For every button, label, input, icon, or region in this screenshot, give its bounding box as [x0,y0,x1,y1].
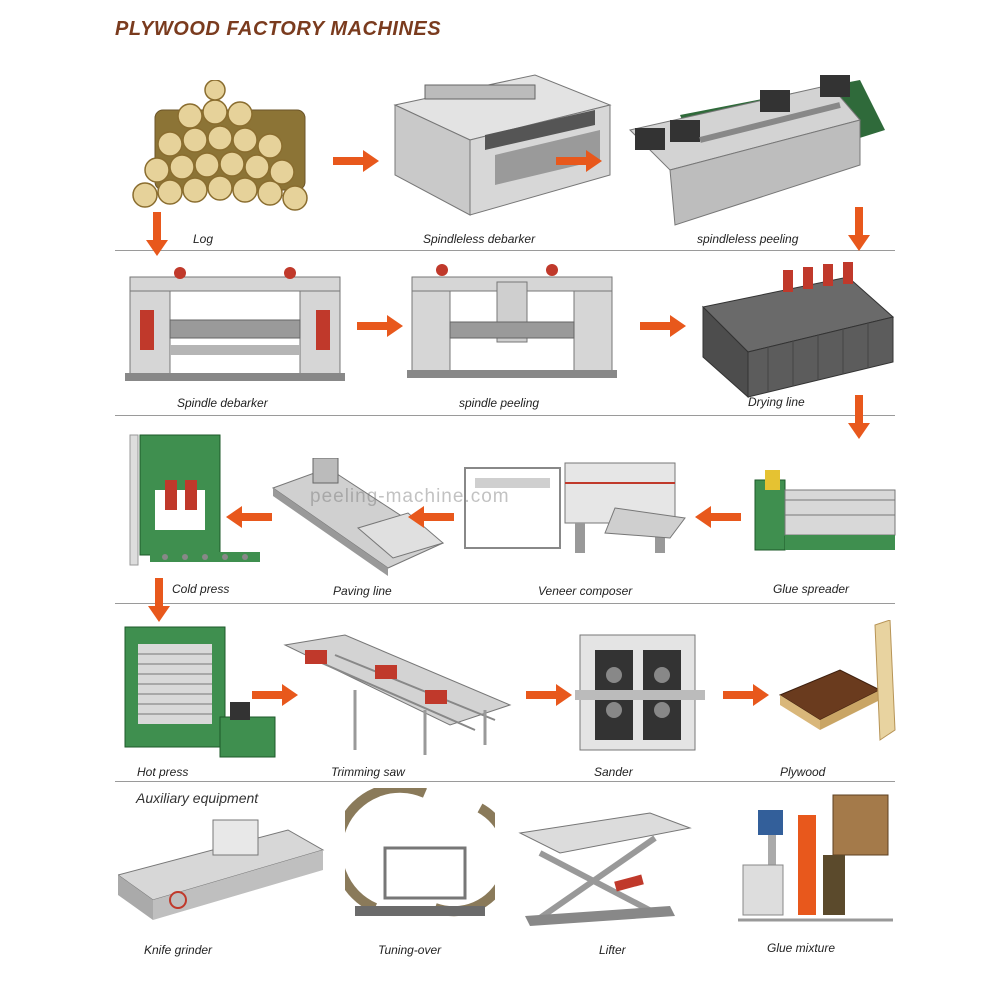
lifter-image [515,808,695,928]
paving-line-image [268,458,458,578]
caption-cold-press: Cold press [172,582,230,596]
row-divider [115,250,895,251]
page-title: PLYWOOD FACTORY MACHINES [115,18,442,40]
caption-spindle-peeling: spindle peeling [459,396,540,410]
caption-glue-spreader: Glue spreader [773,582,850,596]
trimming-saw-image [275,630,520,760]
watermark: peeling-machine.com [310,486,510,507]
arrow-right-icon [252,684,298,711]
caption-paving-line: Paving line [333,584,392,598]
caption-veneer-composer: Veneer composer [538,584,633,598]
knife-grinder-image [118,805,328,930]
arrow-left-icon [408,506,454,533]
tuning-over-image [345,788,495,928]
plywood-image [770,620,900,750]
caption-glue-mixture: Glue mixture [767,941,836,955]
spindle-debarker-image [120,265,350,385]
caption-knife-grinder: Knife grinder [144,943,213,957]
row-divider [115,415,895,416]
arrow-down-icon [848,207,870,256]
arrow-down-icon [148,578,170,627]
caption-sander: Sander [594,765,633,779]
arrow-left-icon [226,506,272,533]
arrow-right-icon [723,684,769,711]
caption-spindle-debarker: Spindle debarker [177,396,268,410]
caption-lifter: Lifter [599,943,626,957]
sander-image [575,630,705,760]
cold-press-image [120,430,260,580]
arrow-right-icon [640,315,686,342]
arrow-right-icon [333,150,379,177]
row-divider [115,781,895,782]
arrow-left-icon [695,506,741,533]
spindleless-debarker-image [385,65,615,225]
caption-tuning-over: Tuning-over [378,943,442,957]
veneer-composer-image [455,448,695,568]
arrow-down-icon [848,395,870,444]
caption-drying-line: Drying line [748,395,805,409]
caption-hot-press: Hot press [137,765,189,779]
arrow-right-icon [357,315,403,342]
caption-trimming-saw: Trimming saw [331,765,405,779]
log-pile-image [125,80,325,215]
row-divider [115,603,895,604]
glue-mixture-image [738,785,898,930]
caption-log: Log [193,232,214,246]
hot-press-image [120,622,280,762]
auxiliary-heading: Auxiliary equipment [136,790,259,806]
drying-line-image [698,262,898,402]
glue-spreader-image [750,470,900,560]
spindle-peeling-image [402,262,622,382]
spindleless-peeling-image [620,60,890,230]
caption-plywood: Plywood [780,765,826,779]
caption-spindleless-debarker: Spindleless debarker [423,232,536,246]
caption-spindleless-peeling: spindleless peeling [697,232,799,246]
arrow-down-icon [146,212,168,261]
arrow-right-icon [526,684,572,711]
arrow-right-icon [556,150,602,177]
